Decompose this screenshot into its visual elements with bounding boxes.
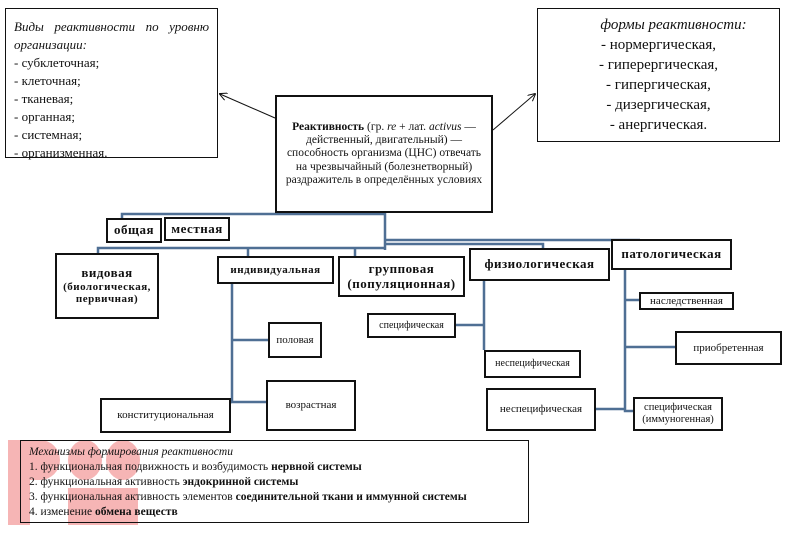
forms-item: - гипергическая, — [606, 77, 711, 93]
node-label: видовая — [81, 264, 133, 280]
mechanism-text: 4. изменение — [29, 506, 95, 518]
mechanism-bold: нервной системы — [271, 461, 362, 473]
mechanism-bold: соединительной ткани и иммунной системы — [235, 491, 467, 503]
node-label: приобретенная — [693, 341, 764, 354]
watermark-logo — [8, 440, 143, 525]
mechanism-item: 1. функциональная подвижность и возбудим… — [29, 460, 520, 475]
node-species: видовая (биологическая, первичная) — [55, 253, 159, 319]
mechanism-text: 3. функциональная активность элементов — [29, 491, 236, 503]
mechanism-item: 2. функциональная активность эндокринной… — [29, 475, 520, 490]
forms-item: - дизергическая, — [606, 97, 711, 113]
levels-box: Виды реактивности по уровню организации:… — [5, 8, 218, 160]
mechanism-item: 3. функциональная активность элементов с… — [29, 490, 520, 505]
node-local: местная — [164, 217, 230, 241]
levels-item: - органная; — [14, 109, 75, 124]
node-phys-specific: специфическая — [367, 313, 456, 338]
node-sublabel: (биологическая, первичная) — [63, 280, 151, 306]
node-label: патологическая — [621, 246, 722, 262]
node-label: общая — [113, 222, 154, 238]
forms-title: формы реактивности: — [600, 17, 747, 33]
node-phys-nonspecific: неспецифическая — [484, 350, 581, 378]
arrow-to-levels — [220, 94, 276, 119]
mechanism-text: 1. функциональная подвижность и возбудим… — [29, 461, 272, 473]
forms-item: - гиперергическая, — [598, 57, 719, 73]
mechanism-text: 2. функциональная активность — [29, 476, 183, 488]
node-label: местная — [171, 220, 223, 236]
node-label: наследственная — [650, 294, 723, 307]
definition-etym: + лат. — [396, 120, 429, 133]
node-hereditary: наследственная — [639, 292, 734, 310]
node-constitutional: конституциональная — [100, 398, 231, 433]
node-label: неспецифическая — [495, 358, 570, 370]
node-label: специфическая — [379, 319, 444, 331]
node-label: специфическая — [644, 401, 712, 413]
node-pathological: патологическая — [611, 239, 732, 270]
node-general: общая — [106, 218, 162, 243]
forms-box: формы реактивности: - нормергическая, - … — [537, 8, 780, 142]
node-path-nonspecific: неспецифическая — [486, 388, 596, 431]
node-label: возрастная — [285, 399, 337, 412]
levels-item: - субклеточная; — [14, 55, 100, 70]
node-sublabel: (популяционная) — [347, 275, 456, 291]
definition-re: re — [387, 120, 397, 133]
node-sublabel: (иммуногенная) — [642, 414, 714, 425]
levels-item: - организменная. — [14, 145, 108, 160]
levels-item: - системная; — [14, 127, 83, 142]
node-sexual: половая — [268, 322, 322, 358]
definition-box: Реактивность (гр. re + лат. activus — де… — [275, 95, 493, 213]
levels-item: - клеточная; — [14, 73, 81, 88]
node-physiological: физиологическая — [469, 248, 610, 281]
mechanisms-box: Механизмы формирования реактивности 1. ф… — [20, 440, 529, 523]
levels-item: - тканевая; — [14, 91, 74, 106]
mechanism-item: 4. изменение обмена веществ — [29, 505, 520, 520]
mechanisms-title: Механизмы формирования реактивности — [29, 446, 233, 458]
forms-item: - анергическая. — [609, 117, 708, 133]
node-age: возрастная — [266, 380, 356, 431]
definition-etym: (гр. — [364, 120, 388, 133]
node-label: индивидуальная — [230, 263, 321, 276]
arrow-to-forms — [492, 94, 535, 131]
node-group: групповая (популяционная) — [338, 256, 465, 297]
definition-activus: activus — [428, 120, 462, 133]
forms-item: - нормергическая, — [601, 37, 716, 53]
definition-text: — действенный, двигательный) — способнос… — [285, 120, 483, 186]
mechanism-bold: эндокринной системы — [182, 476, 299, 488]
node-label: конституциональная — [117, 409, 214, 422]
node-label: физиологическая — [484, 256, 595, 272]
node-label: неспецифическая — [499, 403, 583, 416]
mechanism-bold: обмена веществ — [94, 506, 178, 518]
node-label: половая — [276, 333, 314, 346]
node-path-specific: специфическая (иммуногенная) — [633, 397, 723, 431]
levels-title: Виды реактивности по уровню организации: — [14, 19, 209, 52]
node-label: групповая — [368, 260, 435, 276]
node-acquired: приобретенная — [675, 331, 782, 365]
node-individual: индивидуальная — [217, 256, 334, 284]
definition-term: Реактивность — [292, 120, 365, 133]
